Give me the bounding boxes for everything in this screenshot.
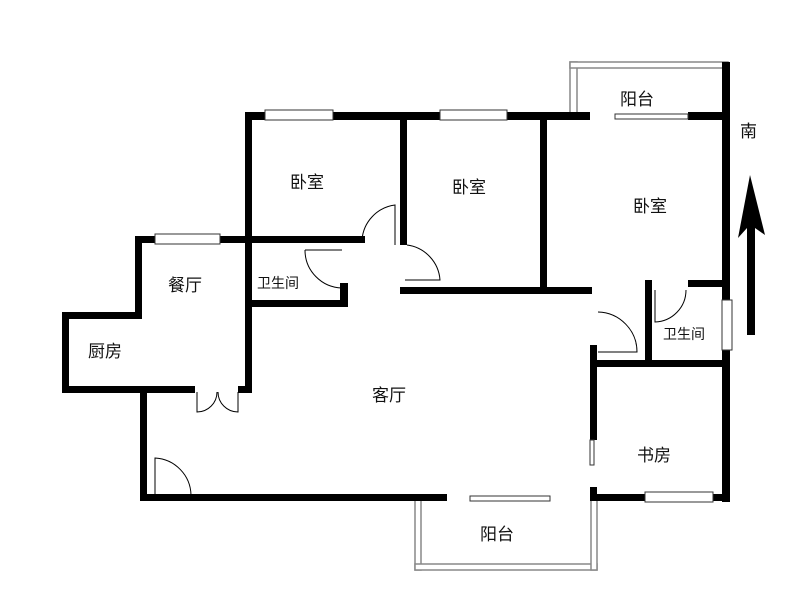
north-arrow-icon (738, 175, 765, 335)
room-bedroom-1: 卧室 (290, 173, 324, 193)
walls (62, 62, 730, 502)
room-dining: 餐厅 (168, 276, 202, 296)
room-study: 书房 (637, 446, 671, 466)
windows (154, 109, 733, 503)
room-bedroom-2: 卧室 (452, 178, 486, 198)
orientation-label: 南 (740, 122, 757, 142)
room-living: 客厅 (372, 386, 406, 406)
room-bathroom-1: 卫生间 (257, 276, 299, 292)
room-bathroom-2: 卫生间 (663, 327, 705, 343)
room-balcony-bottom: 阳台 (480, 525, 514, 545)
doors (154, 204, 687, 496)
room-balcony-top: 阳台 (620, 90, 654, 110)
room-bedroom-3: 卧室 (633, 197, 667, 217)
room-kitchen: 厨房 (88, 342, 122, 362)
